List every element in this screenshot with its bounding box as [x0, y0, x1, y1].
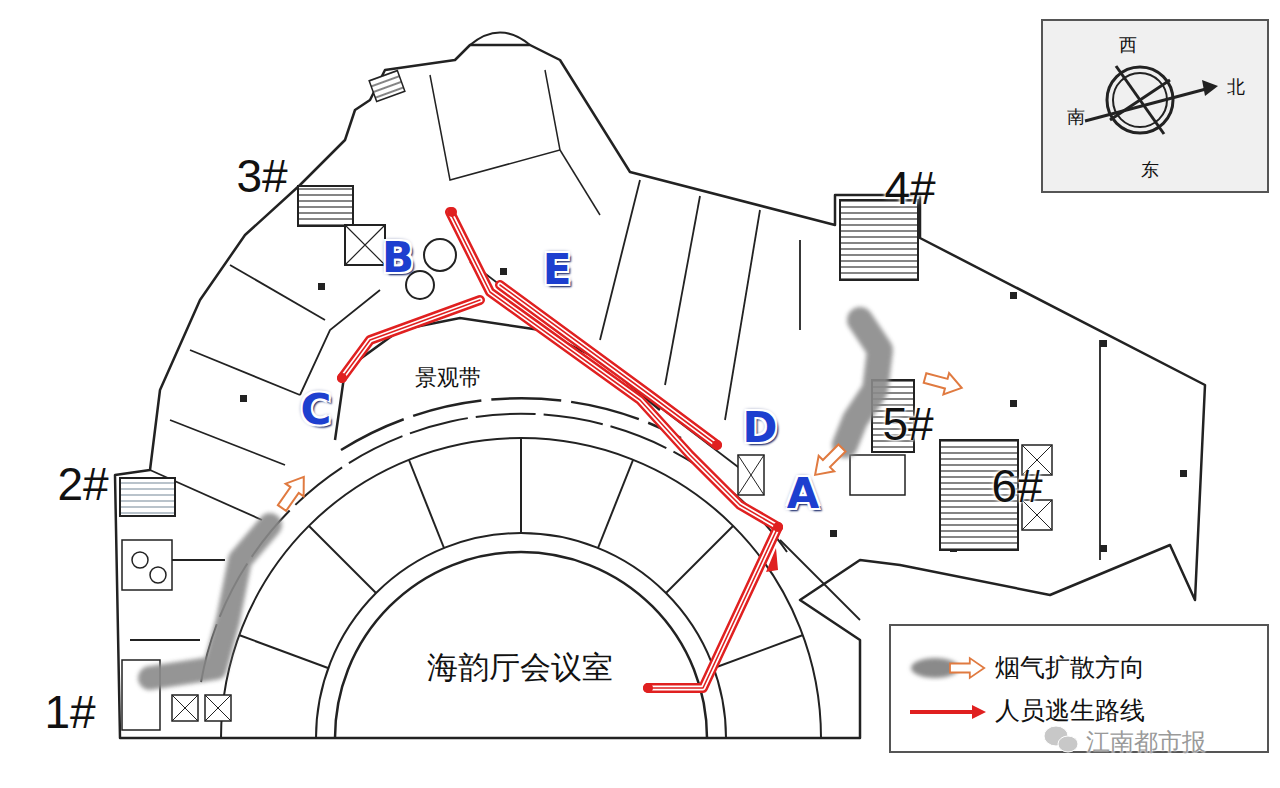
point-letter: A [787, 471, 820, 517]
point-letter: D [743, 405, 778, 451]
stair-number: 1# [44, 687, 95, 738]
legend-text: 人员逃生路线 [995, 697, 1145, 725]
point-letter: C [301, 387, 332, 433]
watermark: 江南都市报 [1086, 729, 1206, 755]
stair-number: 5# [882, 399, 933, 450]
legend-text: 烟气扩散方向 [995, 654, 1145, 682]
compass-direction: 南 [1067, 108, 1085, 128]
area-label: 海韵厅会议室 [424, 651, 616, 685]
stair-number: 3# [236, 151, 287, 202]
stair-number: 2# [57, 459, 108, 510]
point-letter: B [382, 235, 414, 281]
compass-direction: 西 [1119, 36, 1137, 56]
compass-direction: 东 [1141, 161, 1159, 181]
point-letter: E [543, 247, 572, 293]
compass-direction: 北 [1227, 78, 1245, 98]
area-label: 景观带 [412, 366, 484, 390]
stair-number: 4# [884, 163, 935, 214]
stair-number: 6# [991, 461, 1042, 512]
